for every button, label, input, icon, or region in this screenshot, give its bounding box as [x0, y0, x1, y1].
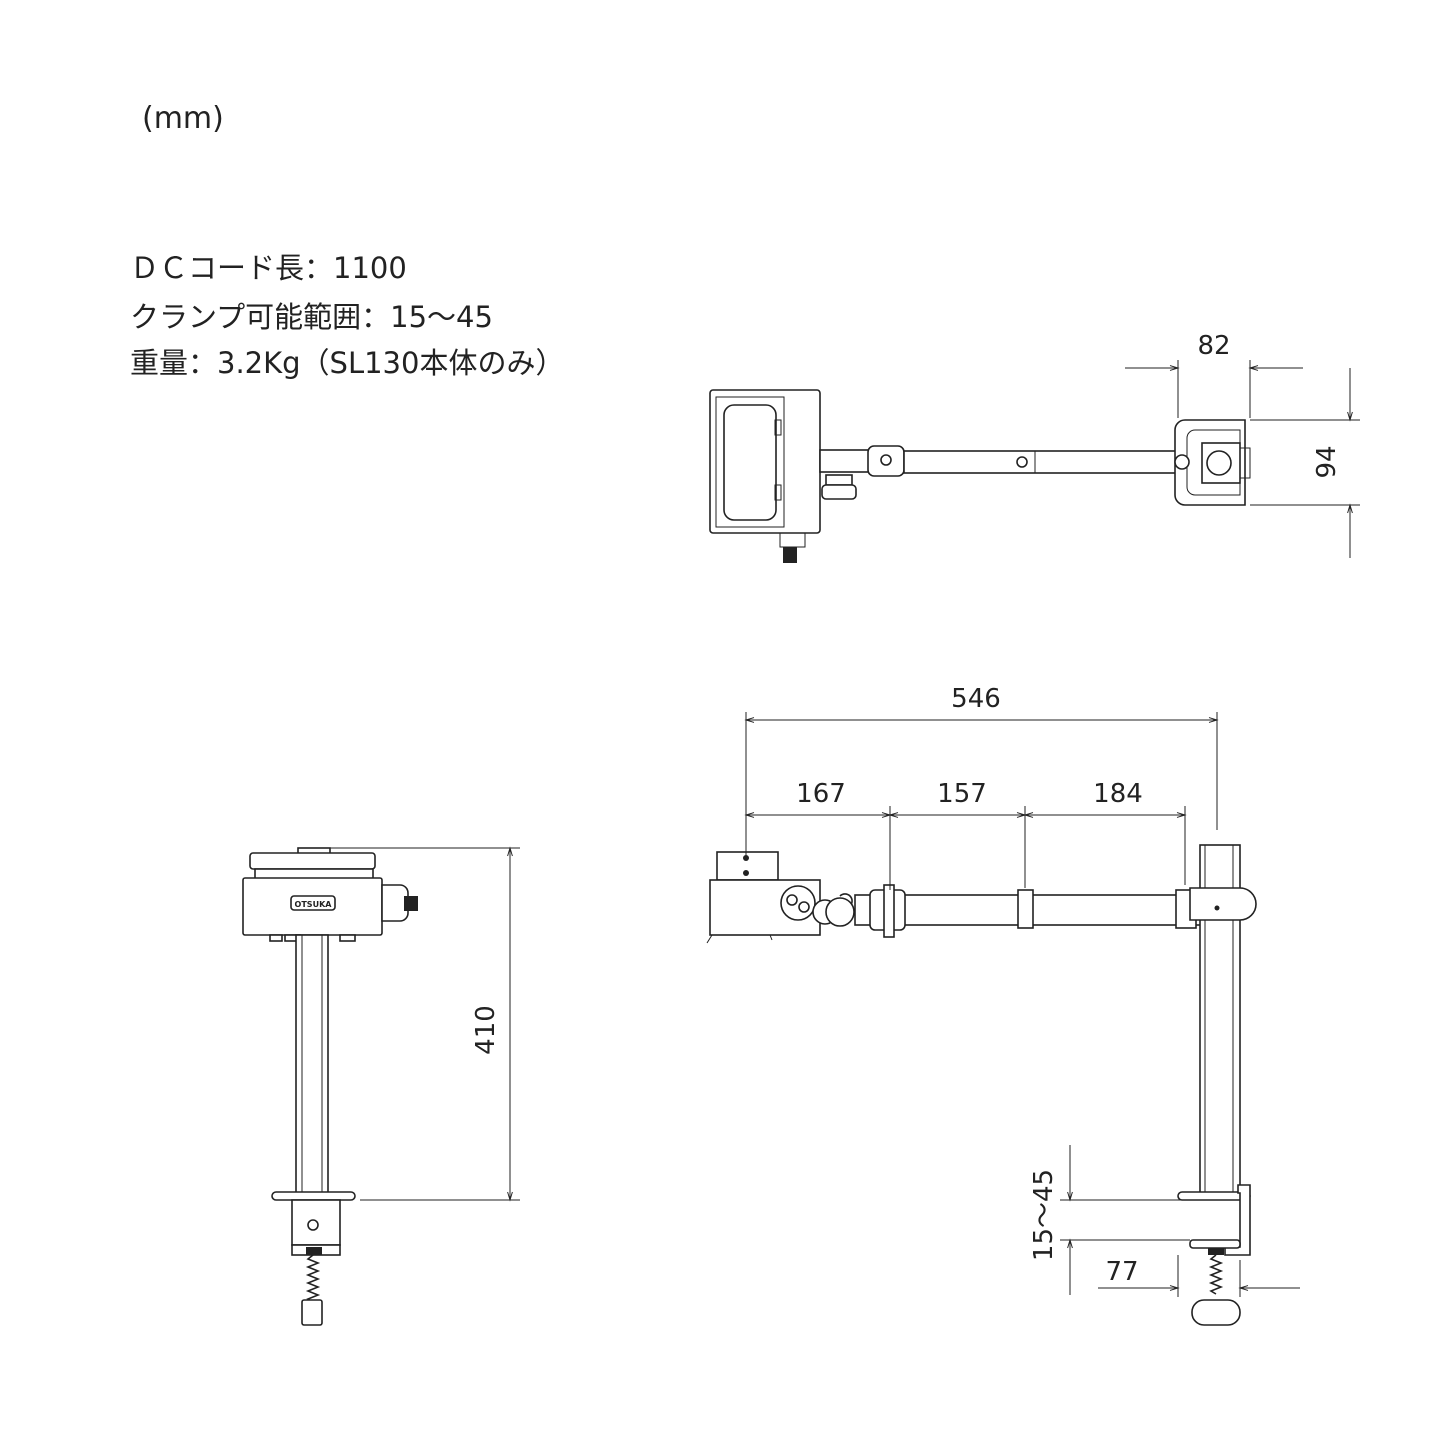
dim-height: 410 [471, 1005, 501, 1055]
dimension-82: 82 [1125, 331, 1303, 418]
dimension-546: 546 [744, 684, 1219, 860]
dim-top-width: 82 [1197, 331, 1230, 361]
spec-list: ＤＣコード長：1100 クランプ可能範囲：15～45 重量：3.2Kg（SL13… [130, 251, 564, 380]
unit-label: (mm) [142, 101, 224, 136]
spec-weight: 重量：3.2Kg（SL130本体のみ） [130, 346, 564, 380]
dimension-segments: 167 157 184 [744, 779, 1187, 890]
side-view: OTSUKA [242, 847, 418, 1326]
dim-total-reach: 546 [951, 684, 1001, 714]
dim-segment-2: 157 [937, 779, 987, 809]
dim-clamp-depth: 77 [1105, 1257, 1138, 1287]
spec-cord-length: ＤＣコード長：1100 [130, 251, 407, 285]
front-view [706, 844, 1257, 1326]
dimension-clamp-range: 15～45 [1029, 1145, 1190, 1295]
dim-clamp-range: 15～45 [1029, 1169, 1059, 1261]
dim-top-height: 94 [1312, 445, 1342, 478]
dimension-94: 94 [1250, 368, 1360, 558]
dimension-77: 77 [1098, 1255, 1300, 1297]
dim-segment-1: 167 [796, 779, 846, 809]
otsuka-logo: OTSUKA [295, 900, 333, 909]
top-view [709, 389, 1251, 563]
dimension-410: 410 [318, 846, 520, 1202]
spec-clamp-range: クランプ可能範囲：15～45 [130, 300, 493, 334]
dim-segment-3: 184 [1093, 779, 1143, 809]
